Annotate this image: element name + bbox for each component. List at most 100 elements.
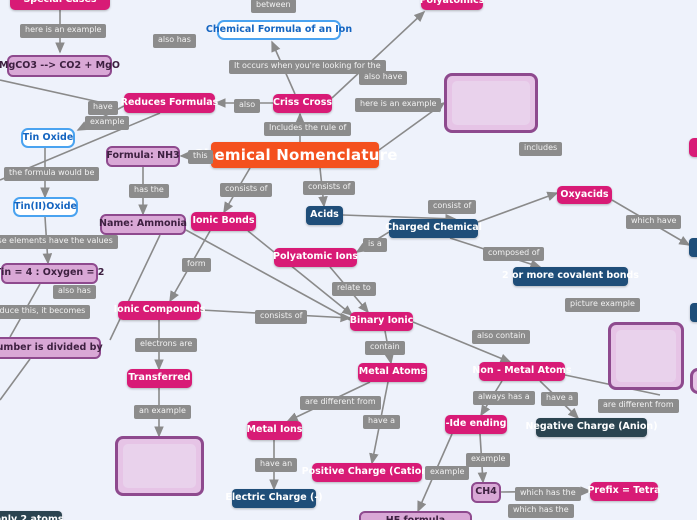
link-label-l_which_have: which have: [626, 215, 682, 229]
node-ionic_bonds[interactable]: Ionic Bonds: [191, 212, 256, 231]
node-edge_right_pink[interactable]: [689, 138, 697, 157]
link-label-l_between: between: [251, 0, 296, 13]
node-charged_chemical[interactable]: Charged Chemical: [385, 219, 482, 238]
link-label-l_also_has_2: also has: [53, 285, 96, 299]
link-label-l_electrons_are: electrons are: [135, 338, 198, 352]
node-binary_ionic[interactable]: Binary Ionic: [350, 312, 413, 331]
node-criss_cross[interactable]: Criss Cross: [273, 94, 332, 113]
node-label: -Ide ending: [445, 418, 507, 430]
node-mgco3[interactable]: MgCO3 --> CO2 + MgO: [0, 55, 120, 77]
node-label: Electric Charge (-): [225, 492, 323, 504]
node-image_top[interactable]: [444, 73, 538, 133]
link-label-l_picture_example: picture example: [565, 298, 640, 312]
node-transferred[interactable]: Transferred: [127, 369, 192, 388]
node-label: CH4: [475, 486, 497, 498]
link-label-l_here_example_2: here is an example: [355, 98, 442, 112]
node-chem_formula_ion[interactable]: Chemical Formula of an Ion: [206, 20, 352, 40]
link-label-l_contain: contain: [365, 341, 405, 355]
node-non_metal_atoms[interactable]: Non - Metal Atoms: [472, 362, 572, 381]
node-label: Negative Charge (Anion): [525, 421, 658, 433]
image-placeholder-inner: [616, 330, 676, 382]
link-label-l_have_a_1: have a: [541, 392, 579, 406]
link-label-l_this: this: [188, 150, 213, 164]
node-label: ...ch number is divided by: [0, 341, 103, 353]
link-label-l_form: form: [182, 258, 211, 272]
node-prefix_tetra[interactable]: Prefix = Tetra: [587, 482, 661, 501]
node-edge_right_navy2[interactable]: [690, 303, 697, 322]
edge-name_ammonia-to-binary_ionic: [185, 229, 351, 321]
node-name_ammonia[interactable]: Name: Ammonia: [99, 214, 187, 235]
node-formula_nh3[interactable]: Formula: NH3: [106, 146, 180, 167]
node-label: Ionic Compounds: [113, 304, 206, 316]
node-label: Formula: NH3: [106, 150, 180, 162]
node-ch4[interactable]: CH4: [471, 482, 501, 503]
link-label-l_example_1: example: [85, 116, 130, 130]
link-label-l_are_diff_from_1: are different from: [300, 396, 381, 410]
node-hf_purple[interactable]: HF formula: [359, 511, 472, 520]
node-label: 2 or more covalent bonds: [502, 270, 639, 282]
node-label: Polyatomic Ions: [273, 251, 358, 263]
node-label: Acids: [310, 209, 339, 221]
node-tin_oxygen[interactable]: Tin = 4 : Oxygen = 2: [0, 263, 104, 284]
node-oxyacids[interactable]: Oxyacids: [557, 186, 612, 204]
node-metal_ions[interactable]: Metal Ions: [247, 421, 302, 440]
node-tin2oxide[interactable]: Tin(II)Oxide: [13, 197, 78, 217]
node-label: Chemical Formula of an Ion: [205, 23, 353, 35]
node-tin_oxide[interactable]: Tin Oxide: [21, 128, 75, 148]
node-divided_by[interactable]: ...ch number is divided by: [0, 337, 103, 359]
link-label-l_example_3: example: [425, 466, 470, 480]
edge-name_ammonia-to-ionic_compounds: [109, 234, 161, 341]
link-label-l_elements_values: ...ese elements have the values: [0, 235, 118, 249]
node-positive_charge[interactable]: Positive Charge (Cation): [302, 463, 432, 482]
link-label-l_always_has_a: always has a: [473, 391, 535, 405]
node-central[interactable]: Chemical Nomenclature: [192, 142, 397, 168]
node-label: Chemical Nomenclature: [192, 145, 398, 164]
image-placeholder-inner: [123, 444, 196, 488]
node-special_cases[interactable]: Special Cases: [10, 0, 110, 10]
link-label-l_formula_would_be: the formula would be: [4, 167, 100, 181]
node-label: Special Cases: [23, 0, 96, 6]
link-label-l_have_a_2: have a: [363, 415, 401, 429]
link-label-l_composed_of: composed of: [483, 247, 545, 261]
link-label-l_also_contain: also contain: [472, 330, 531, 344]
link-label-l_are_diff_from_2: are different from: [598, 399, 679, 413]
node-electric_charge[interactable]: Electric Charge (-): [225, 489, 323, 508]
node-reduces_formulas[interactable]: Reduces Formulas: [121, 93, 218, 113]
node-image_bottom[interactable]: [115, 436, 204, 496]
link-label-l_consists_of_3: consists of: [255, 310, 308, 324]
link-label-l_has_the: has the: [129, 184, 169, 198]
link-label-l_which_has_the_2: which has the: [508, 504, 574, 518]
node-polyatomic_ions[interactable]: Polyatomic Ions: [273, 248, 358, 267]
node-image_right[interactable]: [608, 322, 684, 390]
node-label: Oxyacids: [560, 188, 609, 200]
node-label: Polyatomics: [419, 0, 485, 7]
link-label-l_also_has: also has: [153, 34, 196, 48]
node-edge_right_navy1[interactable]: [689, 238, 697, 257]
node-label: Name: Ammonia: [99, 218, 187, 230]
node-label: HF formula: [386, 515, 445, 520]
node-ide_ending[interactable]: -Ide ending: [445, 415, 507, 434]
node-negative_charge[interactable]: Negative Charge (Anion): [525, 418, 658, 437]
link-label-l_consists_of_1: consists of: [220, 183, 273, 197]
node-ionic_compounds[interactable]: Ionic Compounds: [114, 301, 205, 320]
node-covalent_bonds[interactable]: 2 or more covalent bonds: [502, 267, 639, 286]
link-label-l_includes_rule: Includes the rule of: [264, 122, 352, 136]
node-metal_atoms[interactable]: Metal Atoms: [358, 363, 427, 382]
node-label: Reduces Formulas: [120, 96, 219, 108]
node-label: Criss Cross: [272, 97, 333, 109]
link-label-l_relate_to: relate to: [332, 282, 376, 296]
node-label: Tin(II)Oxide: [14, 200, 77, 212]
edge-divided_by-to-only2atoms: [0, 358, 31, 401]
link-label-l_includes: includes: [519, 142, 563, 156]
node-polyatomics[interactable]: Polyatomics: [419, 0, 485, 10]
node-only2atoms[interactable]: only 2 atoms: [0, 511, 64, 520]
link-label-l_have_an: have an: [255, 458, 298, 472]
node-edge_right_purple[interactable]: [690, 368, 697, 394]
node-label: Tin Oxide: [22, 131, 74, 143]
node-label: Positive Charge (Cation): [301, 466, 433, 478]
node-acids[interactable]: Acids: [306, 206, 343, 225]
link-label-l_also: also: [234, 99, 261, 113]
edge-charged_chemical-to-oxyacids: [477, 191, 559, 223]
node-label: MgCO3 --> CO2 + MgO: [0, 59, 120, 71]
